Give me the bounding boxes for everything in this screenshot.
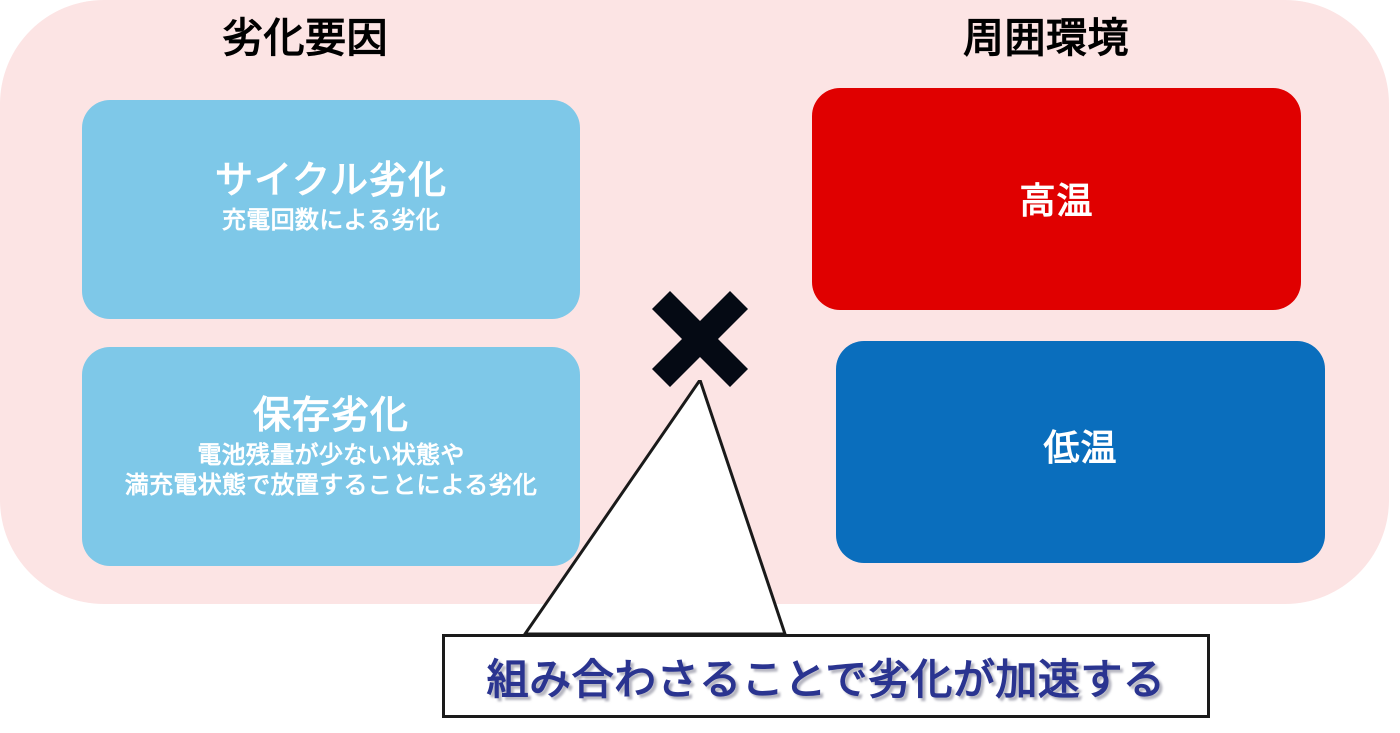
heading-degradation-factors: 劣化要因 (222, 15, 388, 61)
card-cycle-subtitle: 充電回数による劣化 (222, 206, 440, 234)
card-low-temperature[interactable]: 低温 (836, 341, 1325, 563)
card-cycle-title: サイクル劣化 (214, 160, 448, 202)
card-storage-degradation[interactable]: 保存劣化 電池残量が少ない状態や 満充電状態で放置することによる劣化 (82, 347, 580, 566)
heading-ambient-environment: 周囲環境 (963, 15, 1129, 61)
card-high-temperature-title: 高温 (1019, 180, 1094, 221)
multiply-icon (652, 291, 748, 387)
card-cycle-degradation[interactable]: サイクル劣化 充電回数による劣化 (82, 100, 580, 319)
card-low-temperature-title: 低温 (1043, 427, 1118, 468)
card-high-temperature[interactable]: 高温 (812, 88, 1301, 310)
card-storage-title: 保存劣化 (252, 395, 409, 437)
callout-text: 組み合わさることで劣化が加速する (486, 655, 1166, 703)
card-storage-subtitle-line2: 満充電状態で放置することによる劣化 (124, 472, 538, 500)
card-storage-subtitle-line1: 電池残量が少ない状態や (197, 441, 465, 469)
callout-box[interactable]: 組み合わさることで劣化が加速する (442, 634, 1210, 718)
card-storage-subtitle: 電池残量が少ない状態や 満充電状態で放置することによる劣化 (125, 441, 537, 502)
